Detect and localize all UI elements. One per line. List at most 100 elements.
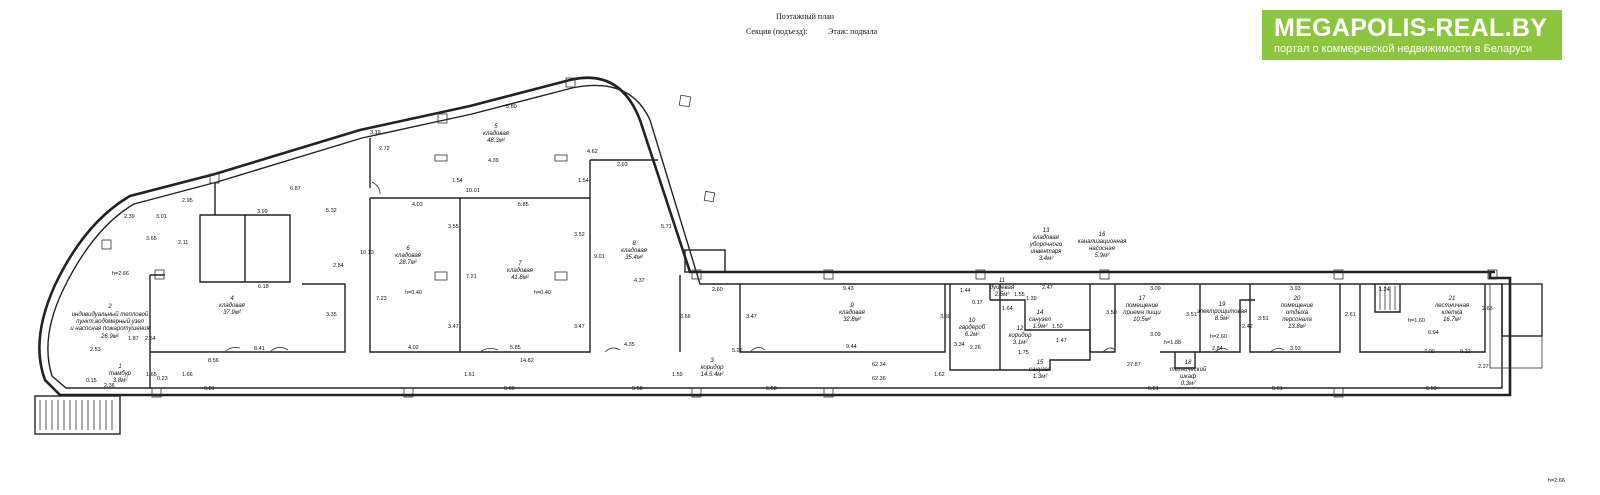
plan-label: 3.09 xyxy=(1150,286,1161,292)
plan-label: кладовая xyxy=(483,131,510,137)
plan-label: 3.47 xyxy=(746,314,757,320)
plan-label: уборочного xyxy=(1029,242,1063,248)
plan-label: 3.47 xyxy=(574,324,585,330)
plan-label: 5.61 xyxy=(1148,386,1159,392)
plan-label: 1.87 xyxy=(128,336,139,342)
outer-walls xyxy=(38,76,1543,397)
plan-label: электрощитовая xyxy=(1197,309,1248,315)
plan-label: канализационная xyxy=(1078,239,1128,245)
plan-header: Поэтажный план Секция (подъезд): Этаж: п… xyxy=(0,0,1600,40)
plan-label: 5.85 xyxy=(518,202,529,208)
plan-label: 10.5м² xyxy=(1133,317,1152,323)
plan-label: 2.84 xyxy=(1212,346,1223,352)
plan-label: 3.4м² xyxy=(1039,256,1054,262)
plan-label: 1.54 xyxy=(578,178,589,184)
plan-label: 15 xyxy=(1037,360,1044,366)
plan-label: 2.11 xyxy=(178,240,188,246)
plan-label: 4.37 xyxy=(634,278,645,284)
plan-label: 1.47 xyxy=(1056,338,1067,344)
plan-label: 2.36 xyxy=(104,383,115,389)
plan-label: 3.51 xyxy=(1258,316,1269,322)
plan-label: 2.53 xyxy=(90,347,101,353)
plan-label: кладовая xyxy=(621,248,648,254)
plan-label: 13 xyxy=(1043,228,1050,234)
plan-label: 27.87 xyxy=(1127,362,1141,368)
plan-label: 10.01 xyxy=(466,188,480,194)
plan-label: 4.39 xyxy=(488,158,499,164)
plan-label: 9.43 xyxy=(843,286,854,292)
plan-label: 7 xyxy=(518,261,522,267)
plan-label: 14.5.4м² xyxy=(701,372,725,378)
plan-label: 2.60 xyxy=(712,287,723,293)
plan-label: кладовая xyxy=(395,253,422,259)
plan-label: 2.93 xyxy=(617,162,628,168)
plan-label: 1.75 xyxy=(1018,350,1029,356)
plan-label: 10 xyxy=(969,318,976,324)
plan-label: шкаф xyxy=(1180,374,1196,380)
plan-label: 37.9м² xyxy=(223,310,242,316)
plan-label: лестничная xyxy=(1434,303,1470,309)
plan-label: 2.54 xyxy=(145,336,156,342)
height-mark: h=0.40 xyxy=(534,290,551,296)
plan-label: 14 xyxy=(1037,310,1044,316)
plan-label: 3.93 xyxy=(1290,286,1301,292)
plan-label: 1.24 xyxy=(1379,287,1390,293)
plan-label: 2.47 xyxy=(1042,285,1053,291)
plan-label: 6.59 xyxy=(1426,386,1437,392)
plan-label: 0.17 xyxy=(972,300,983,306)
plan-label: 16 xyxy=(1099,232,1106,238)
plan-label: 62.34 xyxy=(872,362,886,368)
plan-label: 3.55 xyxy=(448,224,459,230)
plan-label: 0.15 xyxy=(86,378,97,384)
plan-label: 5.58 xyxy=(766,386,777,392)
plan-label: 7.21 xyxy=(466,274,477,280)
plan-label: индивидуальный тепловой xyxy=(72,311,149,318)
plan-label: 1.65 xyxy=(146,372,157,378)
plan-label: 2 xyxy=(107,304,112,310)
plan-label: 5.32 xyxy=(326,208,337,214)
plan-label: 8.41 xyxy=(254,346,265,352)
plan-label: 5.9м² xyxy=(1095,253,1110,259)
plan-label: 62.36 xyxy=(872,376,886,382)
plan-label: 3.8м² xyxy=(113,378,128,384)
plan-label: 41.8м² xyxy=(511,275,530,281)
plan-label: 1.9м² xyxy=(1033,324,1048,330)
plan-label: 0.22 xyxy=(1460,349,1471,355)
plan-label: 3.19 xyxy=(370,130,381,136)
plan-label: 2.84 xyxy=(333,263,344,269)
floor-label: Этаж: подвала xyxy=(828,27,878,36)
plan-label: тамбур xyxy=(109,371,132,377)
plan-label: 1.64 xyxy=(1002,306,1013,312)
plan-label: 1.44 xyxy=(960,288,971,294)
plan-label: 5.80 xyxy=(506,104,517,110)
height-mark: h=2.66 xyxy=(1548,478,1565,484)
plan-label: пункт,водомерный узел xyxy=(76,318,144,325)
plan-label: коридор xyxy=(1009,333,1032,339)
height-mark: h=2.60 xyxy=(1210,334,1227,340)
plan-label: 19 xyxy=(1219,302,1226,308)
height-marks: h=2.66 h=0.40 h=0.40 h=1.88 h=2.60 h=1.6… xyxy=(112,271,1565,484)
plan-label: 32.8м² xyxy=(843,317,862,323)
plan-label: 2.63 xyxy=(1482,306,1493,312)
plan-label: 1.50 xyxy=(1052,324,1063,330)
plan-label: душевая xyxy=(990,285,1015,291)
section-label: Секция (подъезд): xyxy=(746,27,808,36)
plan-label: насосная xyxy=(1089,246,1116,252)
brand-banner[interactable]: MEGAPOLIS-REAL.BY портал о коммерческой … xyxy=(1262,10,1562,60)
plan-label: инвентаря xyxy=(1030,249,1062,255)
plan-label: 6 xyxy=(406,246,410,252)
plan-label: 9.01 xyxy=(594,254,605,260)
plan-label: 10.13 xyxy=(360,250,374,256)
plan-label: кладовая xyxy=(507,268,534,274)
dimension-labels: 5.80 3.19 2.72 6.87 2.95 3.99 10.01 4.39… xyxy=(86,104,1493,392)
